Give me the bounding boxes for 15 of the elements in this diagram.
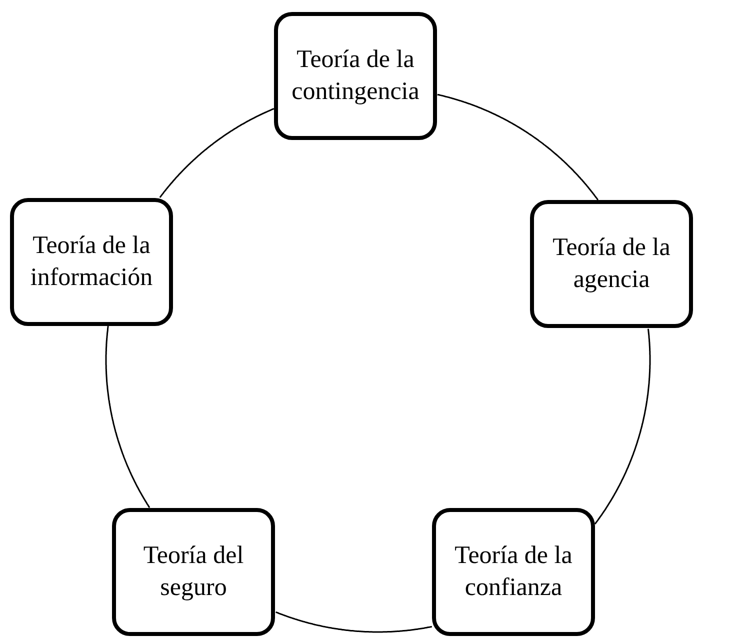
theory-box <box>432 508 595 636</box>
connector-arc <box>105 326 150 508</box>
connector-arc <box>276 611 432 633</box>
theory-box <box>530 200 693 328</box>
box-label: Teoría de la agencia <box>552 233 672 295</box>
box-label: Teoría del seguro <box>142 541 245 603</box>
box-label: Teoría de la información <box>29 231 154 293</box>
box-label: Teoría de la confianza <box>454 541 574 603</box>
theory-box <box>274 12 437 140</box>
connector-arc <box>594 328 651 524</box>
box-label: Teoría de la contingencia <box>290 45 420 107</box>
theory-box <box>10 198 173 326</box>
connector-arc <box>437 94 599 200</box>
theory-box <box>112 508 275 636</box>
connector-arc <box>159 108 274 198</box>
